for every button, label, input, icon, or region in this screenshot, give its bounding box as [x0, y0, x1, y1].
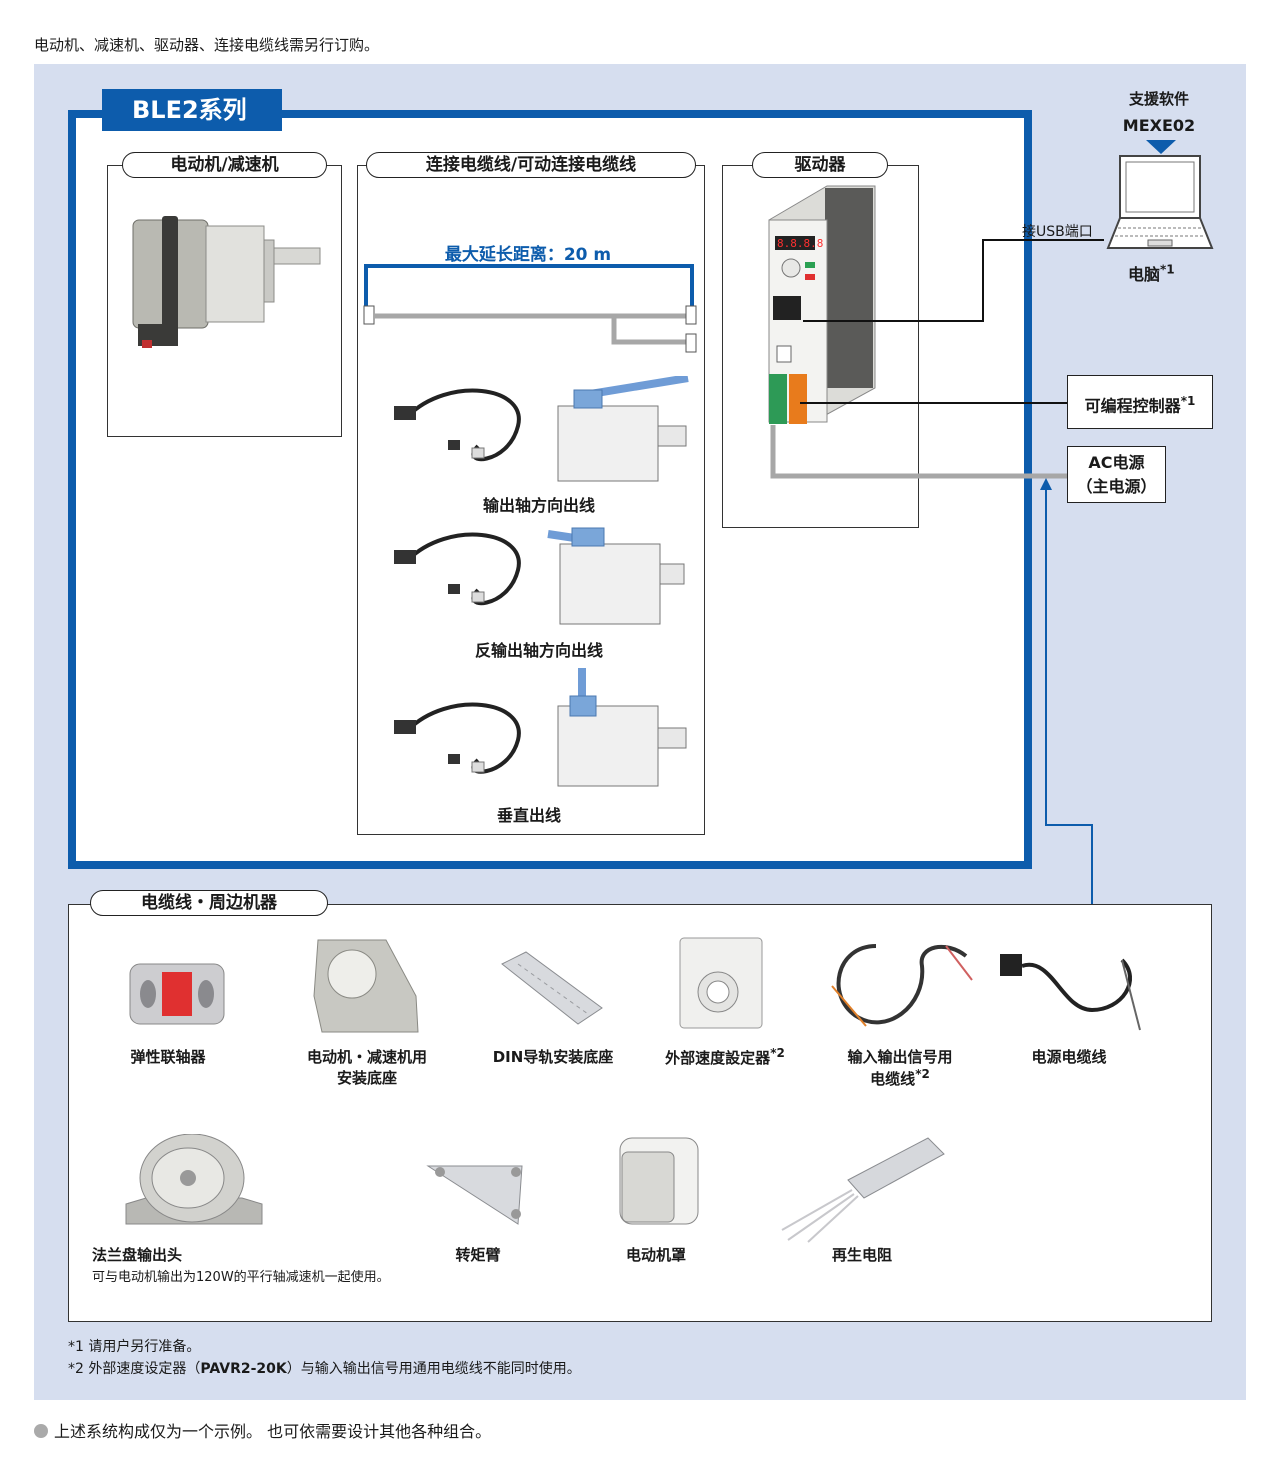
- flange-output-head-image: [125, 1134, 263, 1225]
- support-software-label: 支援软件: [1128, 90, 1189, 108]
- din-rail-mount-image: [501, 951, 603, 1025]
- series-title: BLE2系列: [102, 89, 282, 131]
- usb-port-label: 接USB端口: [1022, 224, 1093, 240]
- cable-type-label: 反输出轴方向出线: [474, 641, 603, 660]
- mounting-bracket-image: [313, 939, 419, 1033]
- cable-type-label: 输出轴方向出线: [482, 496, 595, 515]
- regeneration-resistor-image: [781, 1137, 945, 1243]
- cable-output-direction-image: [394, 376, 689, 482]
- cable-vertical-direction-image: [394, 668, 687, 787]
- cable-length-diagram: [363, 264, 697, 353]
- power-cable-image: [1000, 954, 1141, 1031]
- flexible-coupling-image: [129, 963, 225, 1025]
- motor-gearhead-image: [132, 216, 321, 348]
- bullet-icon: [34, 1424, 48, 1438]
- accessory-label: 电动机・减速机用 安装底座: [306, 1048, 427, 1087]
- cable-section-title: 连接电缆线/可动连接电缆线: [366, 152, 696, 178]
- accessory-label: 电动机罩: [625, 1246, 686, 1264]
- flange-description: 可与电动机输出为120W的平行轴减速机一起使用。: [92, 1270, 390, 1285]
- pc-label: 电脑*1: [1128, 262, 1175, 284]
- max-distance-label: 最大延长距离：20 m: [444, 245, 612, 265]
- plc-node: 可编程控制器*1: [1067, 375, 1213, 429]
- footer-note: 上述系统构成仅为一个示例。 也可依需要设计其他各种组合。: [34, 1418, 491, 1442]
- accessory-label: 再生电阻: [831, 1246, 892, 1264]
- accessory-label: DIN导轨安装底座: [492, 1048, 614, 1066]
- driver-unit-image: 8.8.8.8: [768, 185, 876, 424]
- ac-power-node: AC电源 （主电源）: [1067, 446, 1166, 503]
- motor-section-title: 电动机/减速机: [122, 152, 327, 178]
- intro-text: 电动机、减速机、驱动器、连接电缆线需另行订购。: [34, 36, 380, 54]
- accessory-label: 弹性联轴器: [130, 1048, 206, 1066]
- accessory-label: 输入输出信号用 电缆线*2: [847, 1048, 953, 1088]
- note-1: *1 请用户另行准备。: [68, 1339, 201, 1355]
- cable-type-label: 垂直出线: [496, 806, 561, 825]
- motor-cover-image: [619, 1137, 699, 1225]
- mexe02-label: MEXE02: [1122, 116, 1196, 135]
- accessory-label: 转矩臂: [455, 1246, 501, 1264]
- driver-section-title: 驱动器: [752, 152, 888, 178]
- torque-arm-image: [426, 1165, 523, 1225]
- io-signal-cable-image: [831, 944, 973, 1027]
- external-speed-potentiometer-image: [679, 937, 763, 1029]
- svg-text:8.8.8.8: 8.8.8.8: [777, 237, 823, 250]
- accessories-title: 电缆线・周边机器: [90, 890, 328, 916]
- download-arrow-icon: [1146, 140, 1176, 154]
- accessory-label: 法兰盘输出头: [92, 1246, 183, 1264]
- note-2: *2 外部速度设定器（PAVR2-20K）与输入输出信号用通用电缆线不能同时使用…: [68, 1361, 581, 1377]
- accessory-label: 外部速度設定器*2: [665, 1046, 785, 1067]
- accessory-label: 电源电缆线: [1031, 1048, 1107, 1066]
- laptop-image: [1106, 155, 1214, 249]
- cable-reverse-direction-image: [394, 527, 685, 625]
- main-power-label: （主电源）: [1076, 477, 1157, 496]
- ac-power-label: AC电源: [1088, 453, 1145, 472]
